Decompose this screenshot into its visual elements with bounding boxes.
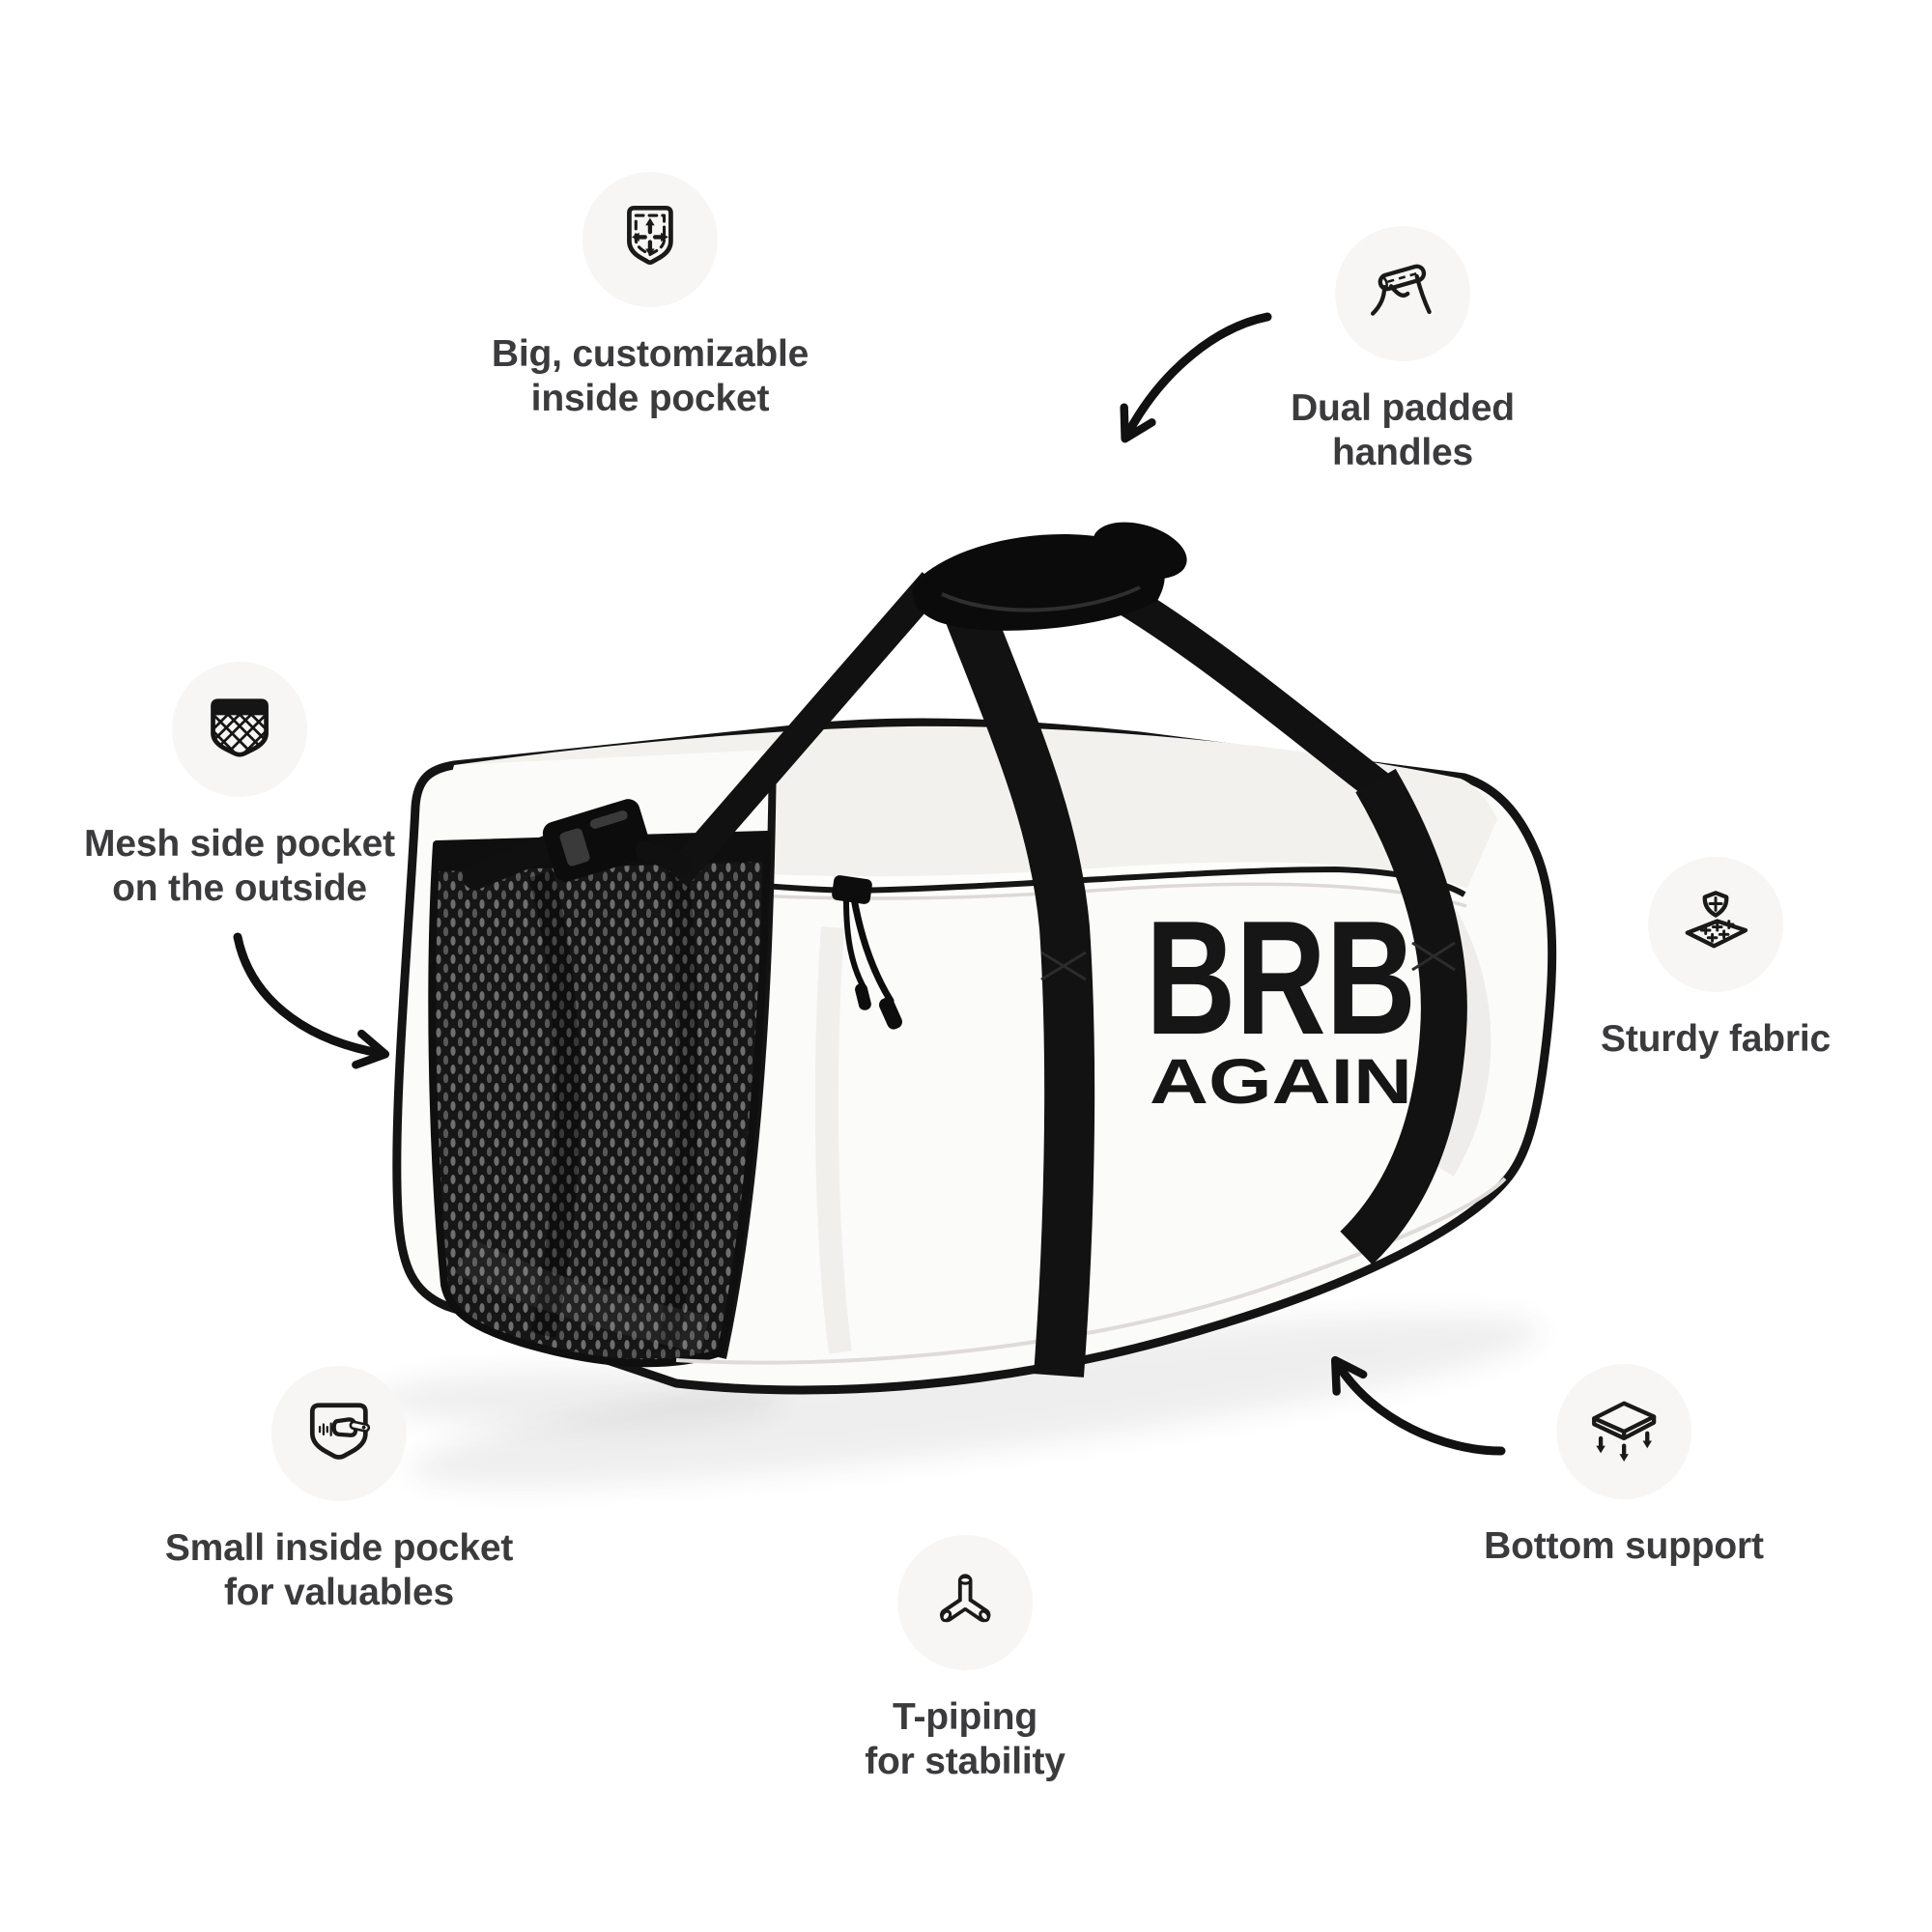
shield-fabric-icon: [1674, 883, 1757, 966]
handle-strap-back-right: [1104, 577, 1390, 801]
icon-circle: [1647, 857, 1783, 992]
arrow-to-mesh-pocket: [233, 932, 390, 1069]
shoulder-strap-clip: [463, 799, 692, 890]
front-left-strap: [944, 601, 1095, 1378]
plate-arrows-icon: [1582, 1390, 1665, 1473]
zipper-pulls: [832, 875, 902, 1030]
feature-label: Sturdy fabric: [1601, 1018, 1831, 1060]
arrow-to-handles: [1120, 312, 1272, 443]
padded-handle-icon: [1361, 252, 1444, 335]
icon-circle: [270, 1366, 407, 1501]
zipper-pocket-icon: [298, 1392, 381, 1475]
icon-circle: [172, 662, 307, 797]
feature-sturdy-fabric: Sturdy fabric: [1601, 857, 1831, 1062]
arrow-to-bottom: [1330, 1355, 1506, 1456]
feature-label: Bottom support: [1484, 1525, 1764, 1567]
front-right-strap: [1340, 768, 1467, 1265]
pocket-expand-icon: [609, 198, 692, 281]
brand-logo-sub: AGAIN: [1150, 1045, 1412, 1117]
icon-circle: [1556, 1364, 1691, 1499]
t-piping-icon: [923, 1561, 1007, 1644]
mesh-side-pocket-panel: [428, 831, 771, 1368]
mesh-pocket-icon: [198, 688, 281, 771]
brand-logo-main: BRB: [1146, 887, 1416, 1068]
icon-circle: [582, 172, 718, 307]
feature-bottom-support: Bottom support: [1484, 1364, 1764, 1569]
handle-strap-back-left: [665, 572, 945, 887]
padded-handle-wrap: [912, 522, 1187, 631]
bag-body: BRB AGAIN: [392, 718, 1557, 1395]
icon-circle: [1334, 226, 1470, 361]
brand-logo: BRB AGAIN: [1146, 887, 1416, 1117]
icon-circle: [896, 1535, 1033, 1670]
